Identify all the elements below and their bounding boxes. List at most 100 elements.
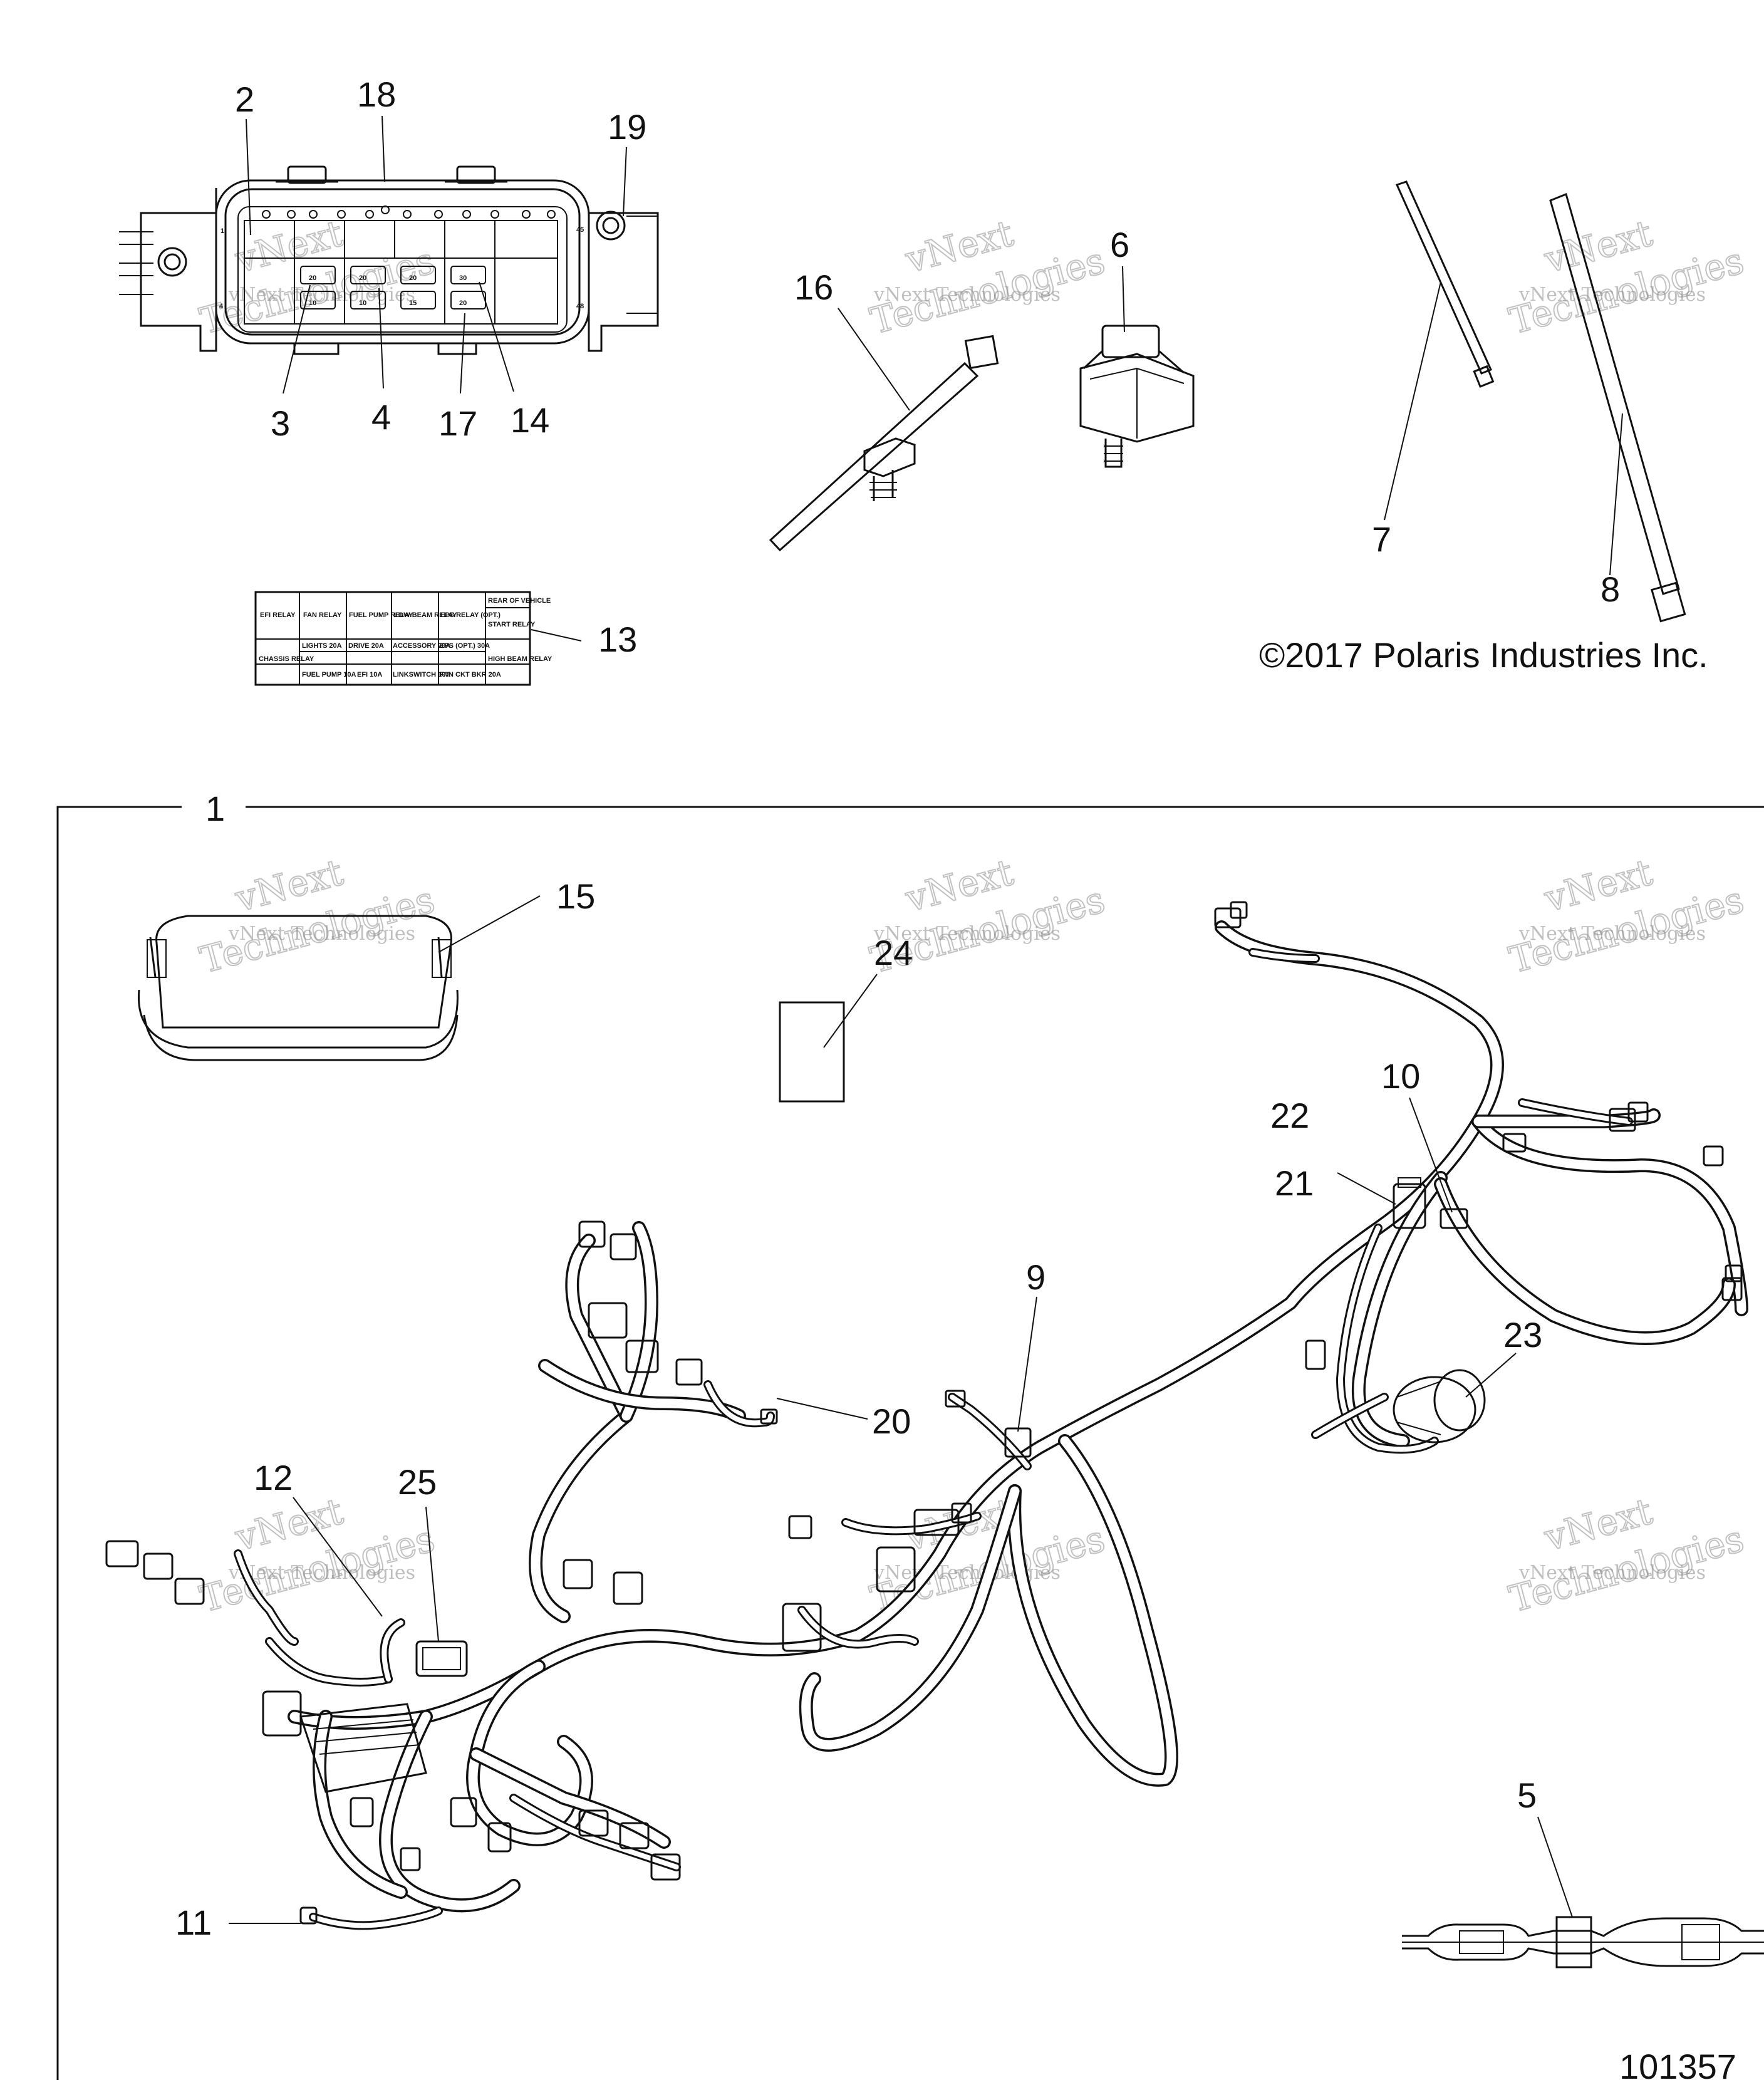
copyright-text: ©2017 Polaris Industries Inc. [1259,635,1708,675]
watermark-text: vNext Technologies [873,284,1061,306]
callout-8: 8 [1601,569,1620,609]
callout-21: 21 [1275,1163,1314,1203]
fuse-box: 20 20 20 30 10 10 15 20 1 4 45 48 [119,165,659,355]
decal-cell: FAN RELAY [303,611,342,619]
callout-10: 10 [1381,1056,1420,1096]
leader-line [425,1506,439,1642]
leader-line [823,974,878,1048]
decal-cell: EPS RELAY (OPT.) [440,611,501,619]
watermark-text: vNext Technologies [1518,284,1706,306]
decal-cell: LOW BEAM RELAY [394,611,457,619]
watermark-text: vNext Technologies [873,1562,1061,1584]
callout-19: 19 [608,107,646,147]
decal-cell: START RELAY [488,621,536,628]
figure-number: 101357 [1619,2047,1736,2085]
watermark-text: vNext Technologies [1518,923,1706,945]
leader-line [1537,1816,1573,1918]
fuse-value: 20 [359,274,366,282]
callout-2: 2 [235,80,254,119]
pin-label: 45 [576,226,584,234]
callout-15: 15 [556,876,595,916]
leader-line [1384,281,1441,521]
leader-line [283,284,311,394]
cable-tie-short [1395,180,1495,388]
callout-3: 3 [271,403,290,443]
callout-24: 24 [874,933,913,972]
leader-line [1337,1172,1396,1205]
pin-label: 1 [220,227,224,235]
callout-11: 11 [175,1903,212,1942]
assembly-bracket [56,806,182,2080]
decal-cell: HIGH BEAM RELAY [488,655,553,663]
leader-line [460,313,465,394]
callout-14: 14 [511,400,549,440]
pin-label: 4 [219,303,224,310]
decal-cell: FUEL PUMP RELAY [349,611,413,619]
watermark-text: vNext Technologies [873,923,1061,945]
callout-22: 22 [1270,1096,1309,1135]
connector-clip [1079,325,1195,468]
push-mount-cable-tie [769,335,999,552]
fuse-value: 20 [459,299,467,307]
leader-line [1017,1296,1037,1432]
watermark-text: vNext Technologies [228,284,415,306]
fuse-value: 15 [409,299,417,307]
callout-25: 25 [398,1462,437,1502]
callout-9: 9 [1026,1257,1045,1297]
leader-line [838,308,910,411]
leader-line [381,115,385,182]
watermark-text: vNext Technologies [228,923,415,945]
decal-cell: LINKSWITCH 10A [393,671,450,679]
callout-23: 23 [1503,1315,1542,1354]
fuse-value: 30 [459,274,467,282]
harness-connectors [105,901,1743,1925]
cable-tie-long [1549,192,1686,623]
leader-line [1409,1097,1453,1213]
leader-line [479,281,514,392]
decal-cell: EFI RELAY [260,611,296,619]
fuse-value: 20 [409,274,417,282]
decal-cell: EFI 10A [357,671,382,679]
leader-line [1465,1353,1517,1398]
decal-cell: CHASSIS RELAY [259,655,314,663]
pin-label: 48 [576,303,584,310]
leader-line [378,288,384,389]
leader-line [438,895,541,953]
callout-4: 4 [371,397,391,437]
leader-line [293,1497,383,1617]
leader-line [623,147,627,217]
label-card [779,1001,845,1103]
callout-17: 17 [438,403,477,443]
decal-cell: EPS (OPT.) 30A [440,642,490,650]
leader-line [1122,266,1125,333]
decal-cell: REAR OF VEHICLE [488,597,551,605]
decal-cell: LIGHTS 20A [302,642,342,650]
fuse-value: 10 [309,299,316,307]
inline-connector [1402,1916,1764,1968]
decal-cell: FAN CKT BKR 20A [440,671,501,679]
leader-line [246,118,251,236]
callout-12: 12 [254,1458,293,1497]
decal-cell: DRIVE 20A [348,642,384,650]
callout-20: 20 [872,1401,911,1441]
callout-6: 6 [1110,225,1129,264]
leader-line [1609,413,1623,576]
fuse-value: 20 [309,274,316,282]
callout-1: 1 [205,789,225,828]
horn-component [1393,1369,1486,1443]
watermark-text: vNext Technologies [228,1562,415,1584]
branch-wires [234,948,1633,1930]
leader-line [776,1398,868,1420]
callout-7: 7 [1372,519,1391,559]
callout-16: 16 [794,268,833,307]
fuse-label-decal [254,591,531,686]
callout-18: 18 [357,75,396,114]
watermark-text: vNext Technologies [1518,1562,1706,1584]
main-wiring-harness [288,920,1748,1913]
callout-13: 13 [598,620,637,659]
callout-5: 5 [1517,1776,1537,1815]
fuse-box-cover [137,915,459,1061]
decal-cell: ACCESSORY 20A [393,642,450,650]
decal-cell: FUEL PUMP 10A [302,671,356,679]
